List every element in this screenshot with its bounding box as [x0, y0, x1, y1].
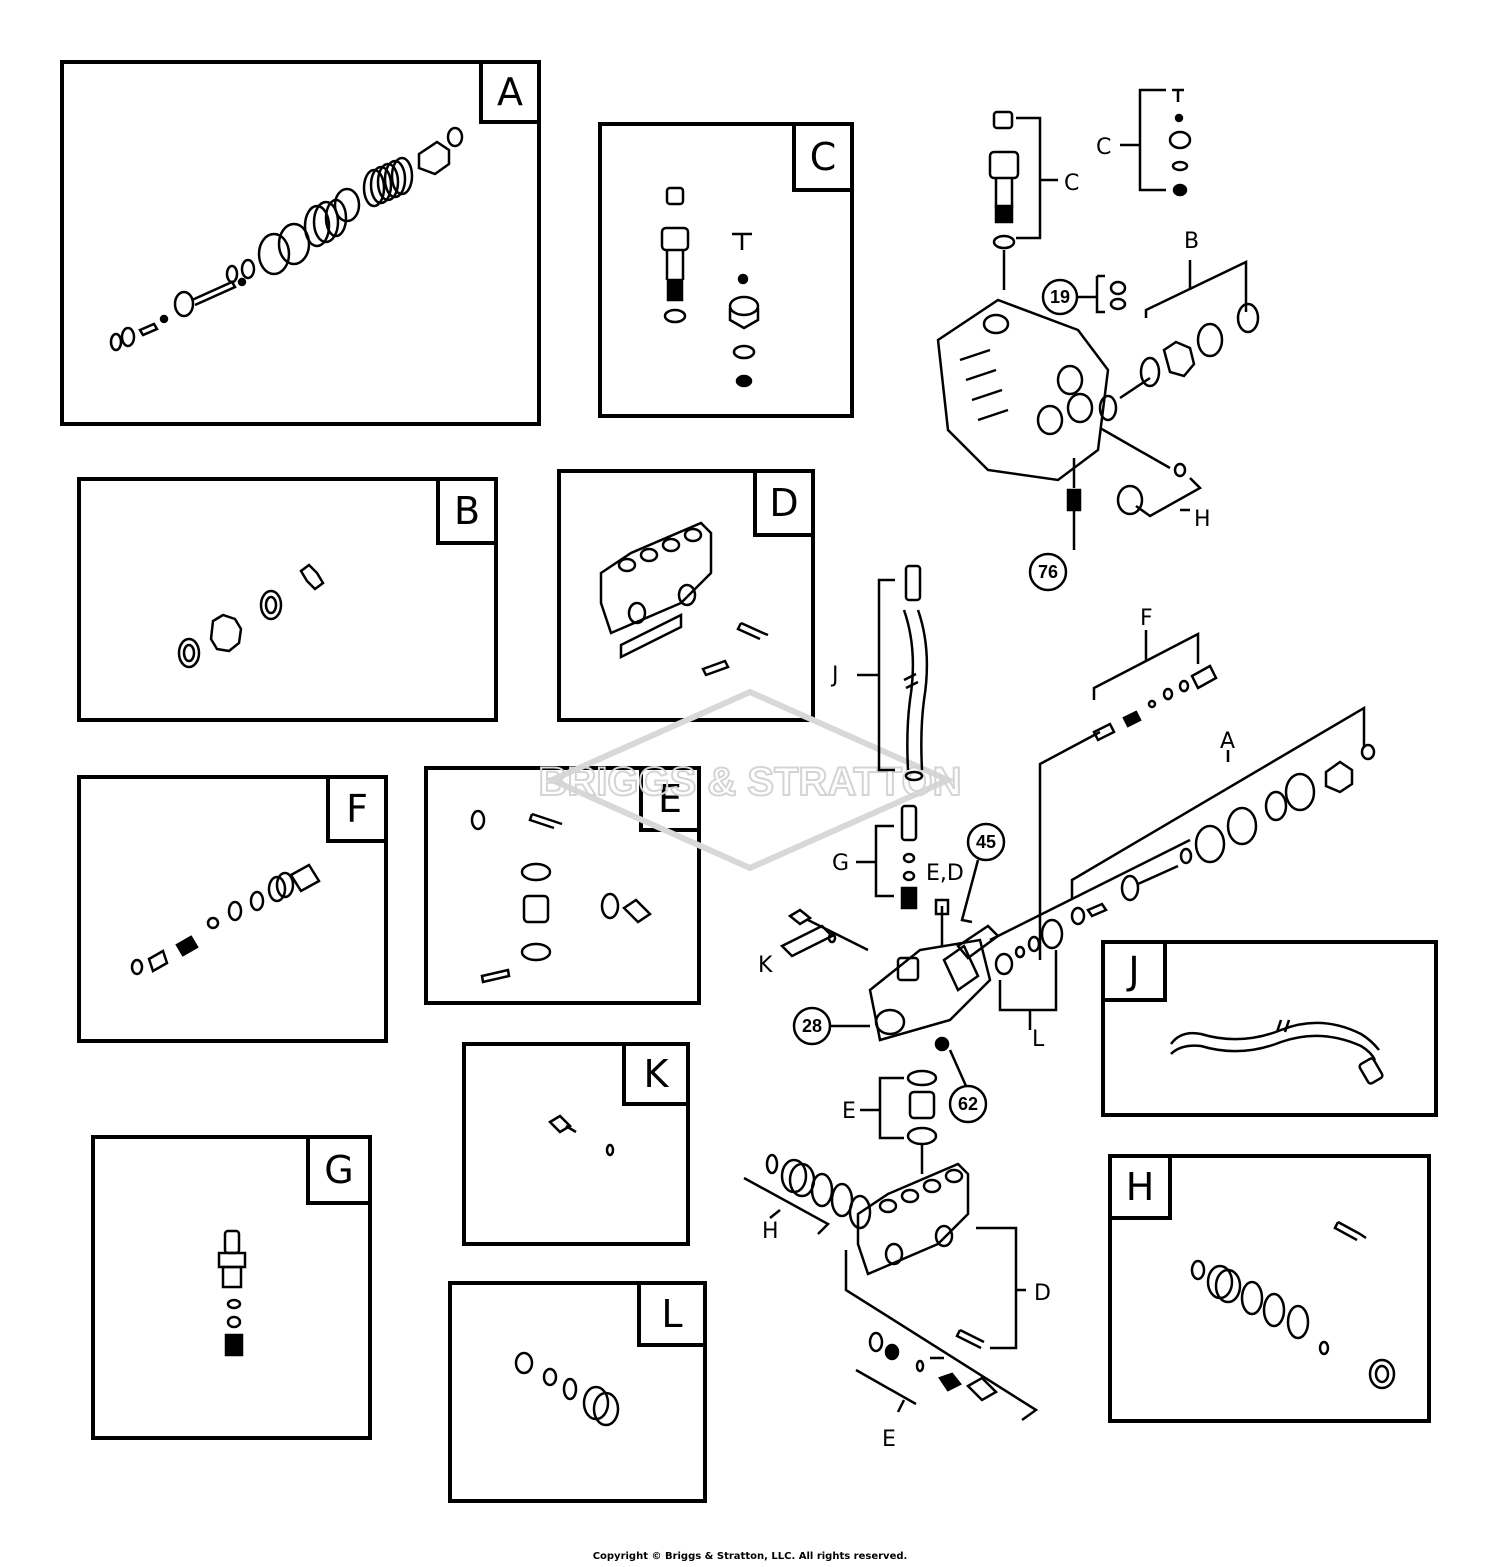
assembly-label-a: A [1220, 729, 1235, 754]
kit-d-letter: D [753, 469, 815, 537]
kit-j-letter: J [1101, 940, 1167, 1002]
kit-h-parts-illustration [1190, 1220, 1396, 1390]
assembly-label-k: K [758, 953, 773, 978]
assembly-label-e-middle: E [842, 1099, 856, 1124]
brand-watermark: BRIGGS & STRATTON [538, 688, 962, 872]
assembly-label-l: L [1032, 1027, 1045, 1052]
kit-c-parts-illustration [660, 186, 760, 388]
assembly-label-f: F [1140, 606, 1153, 631]
kit-g-letter: G [306, 1135, 372, 1205]
assembly-label-c-upper: C [1064, 171, 1079, 196]
kit-h-panel: H [1108, 1154, 1431, 1423]
assembly-label-e-d: E,D [926, 861, 964, 886]
kit-a-parts-illustration [109, 126, 464, 352]
kit-b-letter: B [436, 477, 498, 545]
kit-k-parts-illustration [547, 1114, 615, 1157]
callout-28: 28 [802, 1016, 822, 1036]
kit-l-panel: L [448, 1281, 707, 1503]
assembly-label-j: J [830, 663, 839, 688]
kit-b-panel: B [77, 477, 498, 722]
assembly-label-h-lower: H [762, 1219, 779, 1244]
kit-d-parts-illustration [599, 521, 769, 677]
kit-a-letter: A [479, 60, 541, 124]
kit-g-panel: G [91, 1135, 372, 1440]
kit-c-panel: C [598, 122, 854, 418]
callout-62: 62 [958, 1094, 978, 1114]
assembly-label-d: D [1034, 1281, 1051, 1306]
callout-45: 45 [976, 832, 996, 852]
assembly-label-c-kit: C [1096, 135, 1111, 160]
kit-c-letter: C [792, 122, 854, 192]
kit-k-letter: K [622, 1042, 690, 1106]
assembly-label-e-lower: E [882, 1427, 896, 1452]
kit-b-parts-illustration [177, 563, 325, 669]
kit-l-letter: L [637, 1281, 707, 1347]
assembly-label-g: G [832, 851, 849, 876]
kit-d-panel: D [557, 469, 815, 722]
kit-j-parts-illustration [1169, 1019, 1384, 1085]
kit-f-parts-illustration [130, 863, 321, 976]
kit-f-letter: F [326, 775, 388, 843]
kit-e-parts-illustration [470, 809, 652, 984]
kit-h-letter: H [1108, 1154, 1172, 1220]
kit-j-panel: J [1101, 940, 1438, 1117]
kit-a-panel: A [60, 60, 541, 426]
assembly-label-b: B [1184, 229, 1199, 254]
kit-f-panel: F [77, 775, 388, 1043]
watermark-text: BRIGGS & STRATTON [539, 760, 962, 804]
kit-g-parts-illustration [217, 1229, 247, 1357]
kit-k-panel: K [462, 1042, 690, 1246]
callout-19: 19 [1050, 287, 1070, 307]
callout-76: 76 [1038, 562, 1058, 582]
assembly-label-h-upper: H [1194, 507, 1211, 532]
copyright-notice: Copyright © Briggs & Stratton, LLC. All … [592, 1551, 908, 1562]
kit-l-parts-illustration [514, 1351, 620, 1427]
